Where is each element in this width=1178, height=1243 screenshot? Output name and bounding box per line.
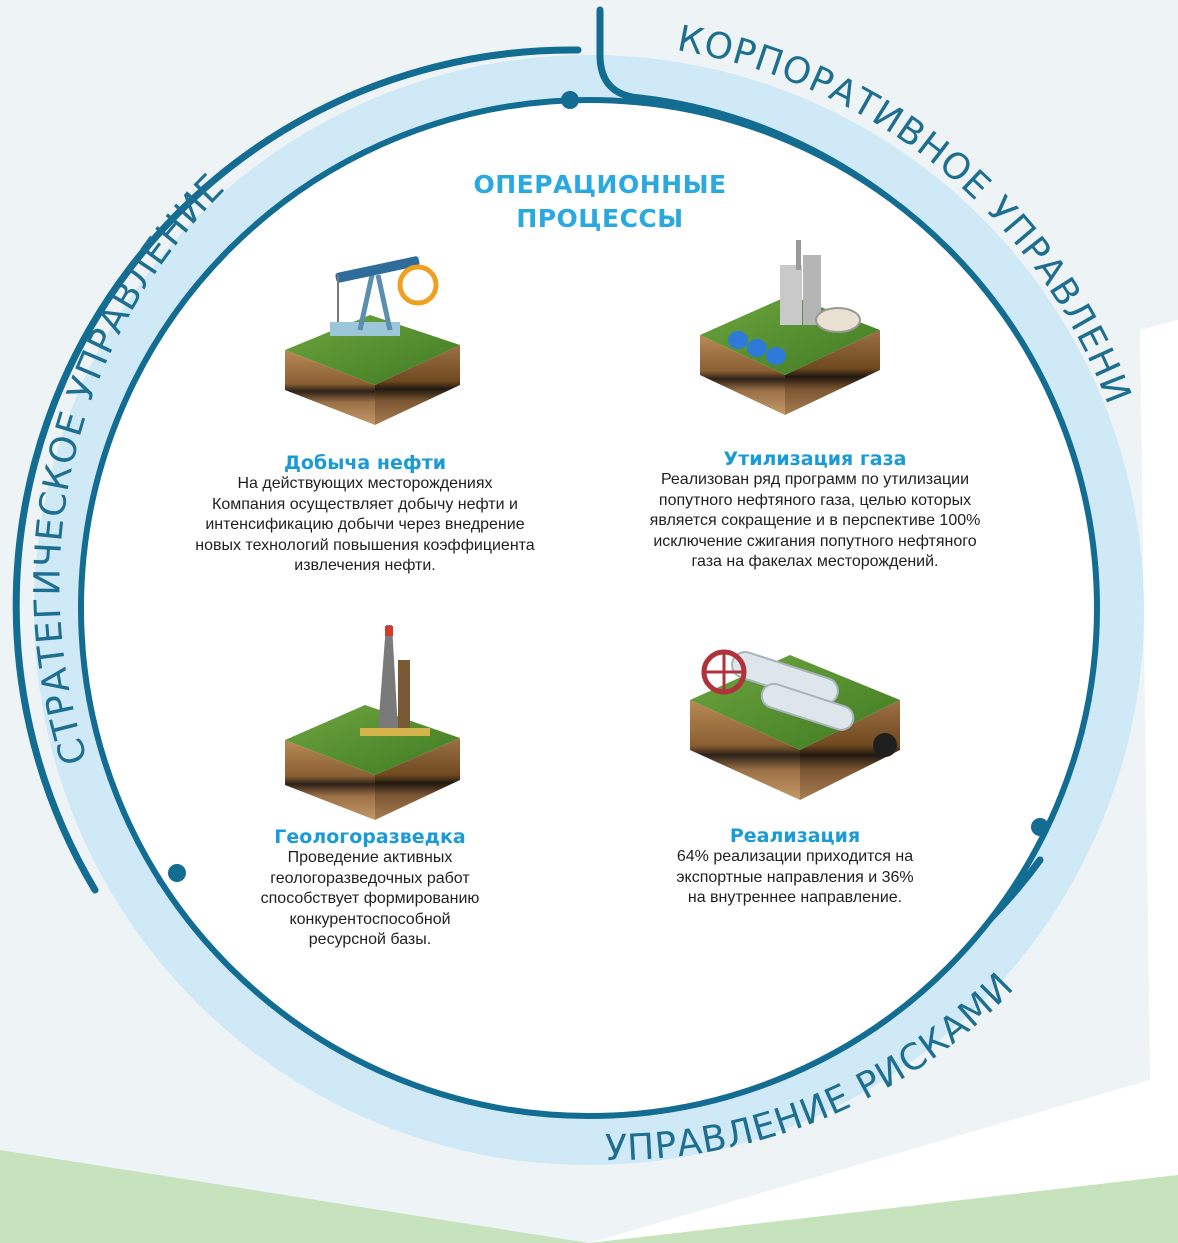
process-description: Проведение активных геологоразведочных р… — [260, 849, 480, 948]
inner-ring — [78, 97, 1100, 1119]
process-description: 64% реализации приходится на экспортные … — [676, 848, 914, 906]
process-sales: Реализация 64% реализации приходится на … — [645, 825, 945, 909]
process-title: Утилизация газа — [723, 448, 907, 470]
process-title: Реализация — [729, 825, 861, 847]
process-title: Добыча нефти — [283, 452, 447, 474]
bottom-green-band — [0, 1150, 1178, 1243]
drilling-rig-icon — [285, 625, 460, 820]
gas-plant-icon — [700, 240, 880, 415]
oil-pump-icon — [285, 256, 460, 425]
pipeline-valve-icon — [690, 649, 900, 800]
process-gas-utilization: Утилизация газа Реализован ряд программ … — [605, 448, 1025, 573]
process-description: На действующих месторождениях Компания о… — [195, 475, 535, 574]
center-title-line-2: ПРОЦЕССЫ — [516, 204, 684, 233]
process-description: Реализован ряд программ по утилизации по… — [649, 471, 981, 570]
center-title-line-1: ОПЕРАЦИОННЫЕ — [473, 170, 727, 199]
ring-arrows — [168, 91, 1049, 882]
process-exploration: Геологоразведка Проведение активных геол… — [225, 826, 515, 951]
center-title: ОПЕРАЦИОННЫЕ ПРОЦЕССЫ — [430, 168, 770, 236]
process-oil-production: Добыча нефти На действующих месторождени… — [160, 452, 570, 577]
process-title: Геологоразведка — [274, 826, 466, 848]
